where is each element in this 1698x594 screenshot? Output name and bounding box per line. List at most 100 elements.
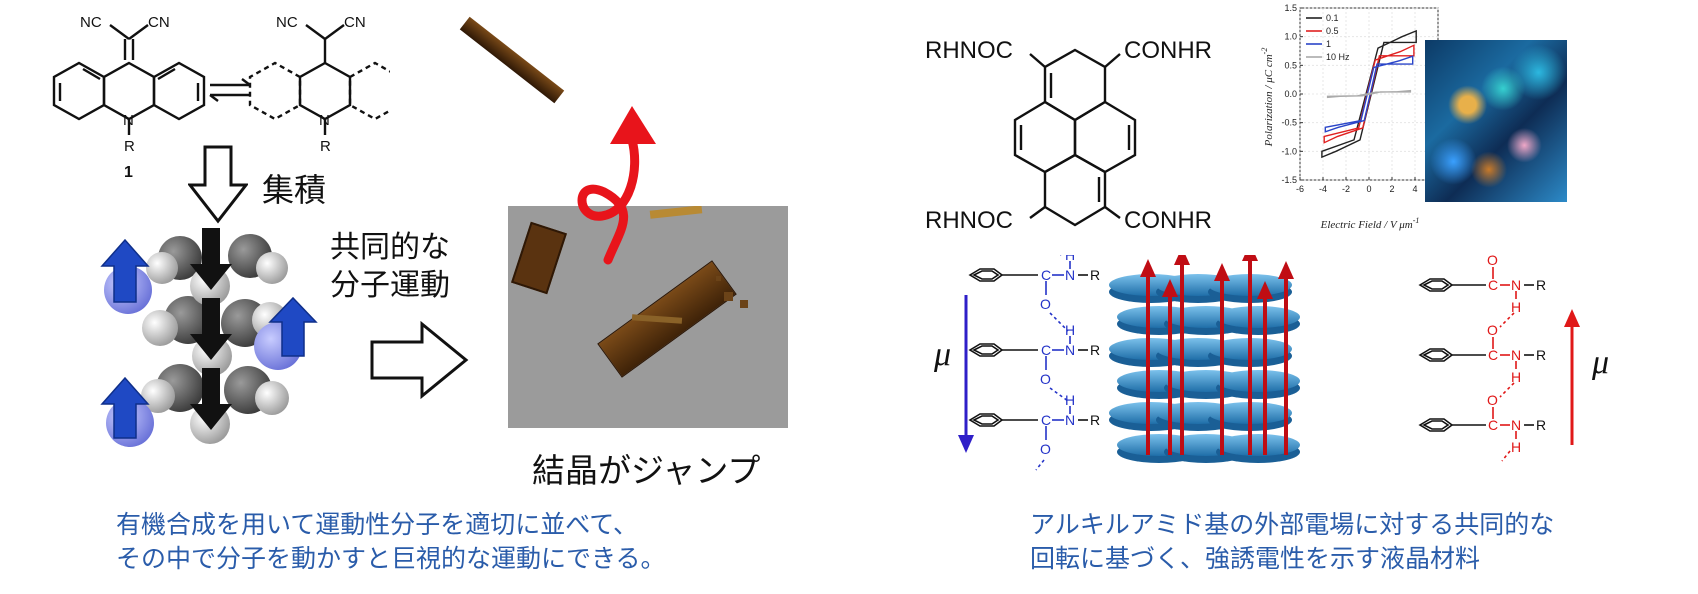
legend-label: 10 Hz bbox=[1326, 52, 1350, 62]
molecular-stack-model bbox=[100, 228, 318, 447]
x-tick-label: 0 bbox=[1366, 184, 1371, 194]
amide-h-label: H bbox=[1511, 439, 1521, 455]
y-tick-label: 0.0 bbox=[1284, 89, 1297, 99]
r-label-right: R bbox=[320, 138, 331, 155]
amide-o-label: O bbox=[1487, 255, 1498, 268]
left-amide-chain: C C C O O O N N N H H H R R R μ bbox=[933, 255, 1100, 471]
amide-h-label: H bbox=[1065, 392, 1075, 408]
stack-disc bbox=[1216, 370, 1300, 392]
hysteresis-chart: -6-4-202461.51.00.50.0-0.5-1.0-1.5 0.10.… bbox=[1260, 3, 1441, 231]
y-tick-label: -1.0 bbox=[1281, 146, 1297, 156]
amide-c-label: C bbox=[1041, 267, 1051, 283]
motion-label-line1: 共同的な bbox=[330, 230, 450, 265]
substituent-top-right: CONHR bbox=[1124, 37, 1212, 64]
assembly-arrow-icon bbox=[188, 145, 248, 224]
pom-texture-image bbox=[1425, 40, 1567, 202]
amide-r-label: R bbox=[1090, 342, 1100, 358]
n-label-right: N bbox=[319, 112, 330, 129]
amide-r-label: R bbox=[1090, 412, 1100, 428]
nc-label-left: NC bbox=[80, 14, 102, 31]
x-tick-label: -6 bbox=[1296, 184, 1304, 194]
amide-h-label: H bbox=[1511, 299, 1521, 315]
photo-label: 結晶がジャンプ bbox=[532, 451, 761, 490]
pyrene-structure: RHNOC CONHR RHNOC CONHR bbox=[925, 37, 1212, 234]
crystal-piece bbox=[740, 300, 748, 308]
x-tick-label: 4 bbox=[1412, 184, 1417, 194]
amide-r-label: R bbox=[1536, 417, 1546, 433]
y-tick-label: 1.5 bbox=[1284, 3, 1297, 13]
crystal-photo bbox=[508, 206, 788, 428]
legend-label: 0.1 bbox=[1326, 13, 1339, 23]
y-axis-label-superscript: -2 bbox=[1260, 48, 1269, 55]
left-panel: NC CN NC CN N R N R 1 集積 bbox=[0, 0, 820, 594]
x-tick-label: 2 bbox=[1389, 184, 1394, 194]
substituent-top-left: RHNOC bbox=[925, 37, 1013, 64]
y-tick-label: -0.5 bbox=[1281, 118, 1297, 128]
amide-h-label: H bbox=[1065, 255, 1075, 263]
y-tick-label: 0.5 bbox=[1284, 60, 1297, 70]
amide-r-label: R bbox=[1536, 277, 1546, 293]
hysteresis-loop-10-Hz bbox=[1326, 89, 1412, 99]
right-caption-line2: 回転に基づく、強誘電性を示す液晶材料 bbox=[1030, 544, 1481, 573]
amide-columnar-diagram: C C C O O O N N N H H H R R R μ bbox=[933, 255, 1609, 471]
substituent-bottom-right: CONHR bbox=[1124, 207, 1212, 234]
stack-disc bbox=[1216, 306, 1300, 328]
amide-c-label: C bbox=[1041, 342, 1051, 358]
compound-number: 1 bbox=[124, 164, 133, 180]
x-tick-label: -4 bbox=[1319, 184, 1327, 194]
y-tick-label: 1.0 bbox=[1284, 32, 1297, 42]
y-axis-label: Polarization / μC cm-2 bbox=[1260, 48, 1275, 148]
dipole-mu-left: μ bbox=[933, 336, 951, 373]
stack-disc bbox=[1216, 434, 1300, 456]
right-amide-chain: C C C O O O N N N H H H R R R μ bbox=[1418, 255, 1609, 462]
left-caption-line1: 有機合成を用いて運動性分子を適切に並べて、 bbox=[116, 510, 639, 539]
amide-o-label: O bbox=[1040, 441, 1051, 457]
right-panel: RHNOC CONHR RHNOC CONHR -6-4-202461.51.0… bbox=[920, 0, 1698, 594]
amide-n-label: N bbox=[1065, 342, 1075, 358]
amide-n-label: N bbox=[1511, 277, 1521, 293]
amide-o-label: O bbox=[1040, 296, 1051, 312]
amide-n-label: N bbox=[1511, 417, 1521, 433]
amide-n-label: N bbox=[1065, 412, 1075, 428]
amide-n-label: N bbox=[1511, 347, 1521, 363]
acridine-equilibrium-diagram: NC CN NC CN N R N R 1 bbox=[52, 14, 390, 180]
amide-c-label: C bbox=[1488, 417, 1498, 433]
crystal-piece bbox=[724, 292, 733, 301]
amide-o-label: O bbox=[1040, 371, 1051, 387]
y-tick-label: -1.5 bbox=[1281, 175, 1297, 185]
amide-h-label: H bbox=[1065, 322, 1075, 338]
amide-r-label: R bbox=[1090, 267, 1100, 283]
x-axis-label-superscript: -1 bbox=[1413, 216, 1420, 225]
x-axis-label: Electric Field / V μm-1 bbox=[1320, 216, 1420, 231]
right-caption-line1: アルキルアミド基の外部電場に対する共同的な bbox=[1030, 510, 1555, 539]
amide-n-label: N bbox=[1065, 267, 1075, 283]
hysteresis-loop-1 bbox=[1324, 55, 1414, 133]
jump-arrow-icon bbox=[577, 106, 656, 265]
motion-arrow-icon bbox=[370, 320, 469, 400]
jumping-crystal bbox=[459, 16, 565, 104]
amide-r-label: R bbox=[1536, 347, 1546, 363]
r-label-left: R bbox=[124, 138, 135, 155]
columnar-stack bbox=[1109, 255, 1300, 463]
legend-label: 1 bbox=[1326, 39, 1331, 49]
assembly-label: 集積 bbox=[262, 171, 327, 209]
amide-o-label: O bbox=[1487, 392, 1498, 408]
chart-ticks: -6-4-202461.51.00.50.0-0.5-1.0-1.5 bbox=[1281, 3, 1440, 194]
amide-h-label: H bbox=[1511, 369, 1521, 385]
x-tick-label: -2 bbox=[1342, 184, 1350, 194]
crystal-piece bbox=[716, 276, 721, 281]
cn-label-right: CN bbox=[344, 14, 366, 31]
amide-c-label: C bbox=[1488, 347, 1498, 363]
amide-o-label: O bbox=[1487, 322, 1498, 338]
n-label-left: N bbox=[123, 112, 134, 129]
cn-label-left: CN bbox=[148, 14, 170, 31]
chart-series bbox=[1321, 29, 1417, 159]
amide-c-label: C bbox=[1041, 412, 1051, 428]
dipole-mu-right: μ bbox=[1591, 344, 1609, 381]
amide-c-label: C bbox=[1488, 277, 1498, 293]
left-caption-line2: その中で分子を動かすと巨視的な運動にできる。 bbox=[116, 544, 666, 573]
motion-label-line2: 分子運動 bbox=[330, 268, 450, 303]
nc-label-right: NC bbox=[276, 14, 298, 31]
crystal-piece bbox=[511, 221, 567, 295]
